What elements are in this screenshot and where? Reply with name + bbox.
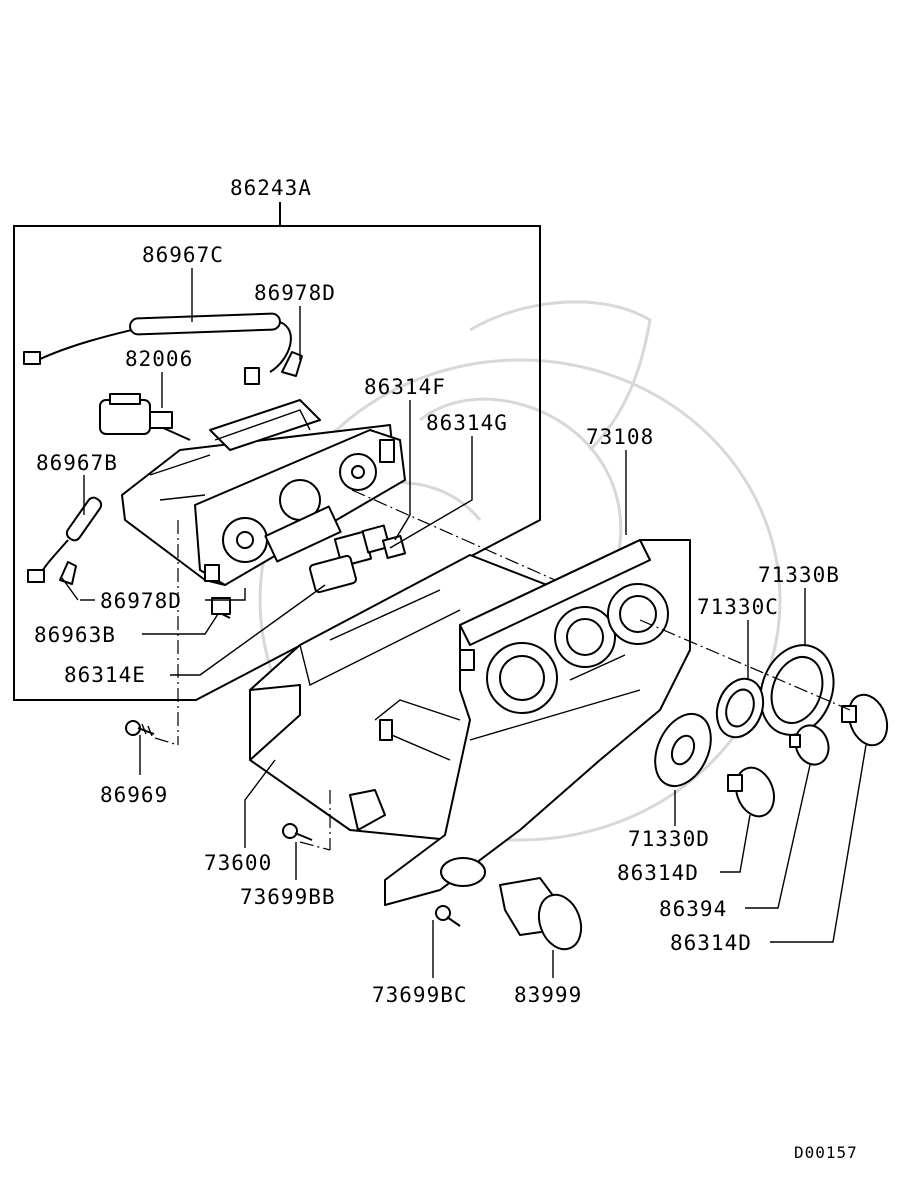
dial-ring-71330B [759,644,835,736]
label-86314D-b: 86314D [670,931,752,955]
label-86314F: 86314F [364,375,446,399]
dial-scale-71330D [654,712,712,788]
diagram-code: D00157 [794,1143,858,1162]
knob-86314D-right [841,693,889,747]
switch-buttons [308,524,407,594]
lighter-socket [499,877,583,951]
label-86314E: 86314E [64,663,146,687]
label-73600: 73600 [204,851,272,875]
screw-86969 [125,720,155,737]
label-86314G: 86314G [426,411,508,435]
label-86314D-a: 86314D [617,861,699,885]
label-71330B: 71330B [758,563,840,587]
label-86394: 86394 [659,897,727,921]
label-71330C: 71330C [697,595,779,619]
align-line-4 [639,619,851,711]
bulb [211,597,231,619]
screw-73699BC [435,905,461,927]
label-86967B: 86967B [36,451,118,475]
knob-86394 [789,724,830,766]
servo-motor [99,393,191,441]
label-86978D-bottom: 86978D [100,589,182,613]
screw-73699BB [282,823,313,841]
align-line-3 [351,489,556,581]
sensor-wire-bottom [27,496,103,585]
heater-control-unit [121,399,406,586]
label-86967C: 86967C [142,243,224,267]
align-line-2 [154,737,179,746]
label-83999: 83999 [514,983,582,1007]
sensor-wire-top [23,312,292,385]
label-73108: 73108 [586,425,654,449]
clip-top [281,351,303,377]
knob-86314D-left [727,766,775,818]
dial-scale-71330C [715,677,765,739]
label-82006: 82006 [125,347,193,371]
label-86978D-top: 86978D [254,281,336,305]
align-line-5 [299,841,331,851]
label-73699BC: 73699BC [372,983,468,1007]
assembly-bracket [13,225,541,701]
leader-lines [61,268,867,978]
label-86969: 86969 [100,783,168,807]
label-71330D: 71330D [628,827,710,851]
label-86243A: 86243A [230,176,312,200]
label-73699BB: 73699BB [240,885,336,909]
label-86963B: 86963B [34,623,116,647]
